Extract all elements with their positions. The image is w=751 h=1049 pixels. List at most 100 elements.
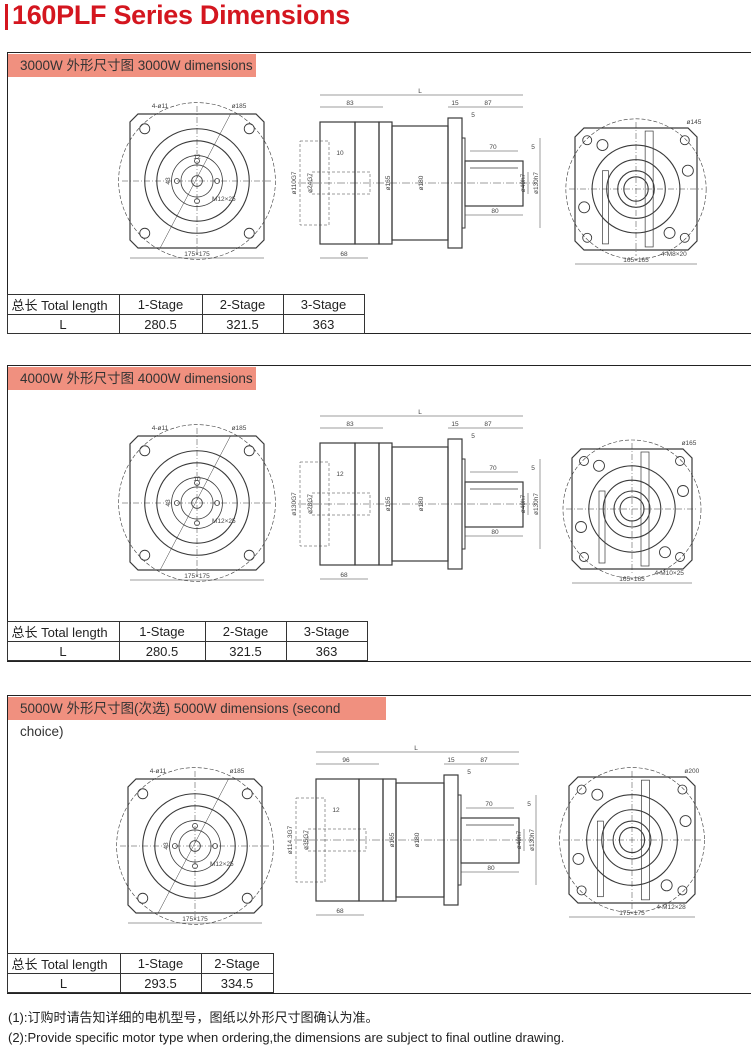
flange-outline — [127, 778, 263, 914]
section-tab-label: 3000W 外形尺寸图 3000W dimensions — [8, 54, 256, 77]
dimension-label: 68 — [340, 251, 348, 258]
dimension-label: 12 — [332, 807, 340, 814]
drawing-rect — [295, 797, 326, 883]
page-title: 160PLF Series Dimensions — [12, 0, 350, 30]
table-row: L 280.5 321.5 363 — [6, 641, 368, 661]
drawing-circle — [243, 227, 255, 239]
drawing-circle — [663, 226, 676, 239]
flange-outline — [568, 776, 696, 904]
dimension-label: 175×175 — [182, 916, 208, 923]
dimension-label: ø114.3G7 — [287, 825, 294, 854]
dimension-label: 68 — [340, 572, 348, 579]
dimension-label: 5 — [527, 801, 531, 808]
dimension-label: L — [418, 409, 422, 416]
dimension-label: 4-M12×28 — [656, 904, 686, 911]
dimension-label: 175×175 — [619, 910, 645, 917]
drawing-circle — [591, 788, 604, 801]
dimension-label: 5 — [531, 144, 535, 151]
dimension-label: 4-ø11 — [152, 425, 169, 432]
dimension-label: 5 — [467, 769, 471, 776]
dimension-label: ø185 — [232, 425, 247, 432]
drawing-circle — [576, 784, 587, 795]
drawing-circle — [596, 139, 609, 152]
flange-outline — [129, 435, 265, 571]
drawing-rect — [644, 130, 654, 248]
drawing-circle — [243, 123, 255, 135]
drawing-circle — [579, 552, 589, 562]
drawing-circle — [579, 456, 589, 466]
drawing-circle — [139, 445, 151, 457]
dimension-label: ø180 — [414, 832, 421, 847]
table-cell: 363 — [285, 641, 368, 661]
table-header-row: 总长 Total length 1-Stage 2-Stage 3-Stage — [6, 621, 368, 642]
dimension-label: L — [418, 88, 422, 95]
dimension-label: 12 — [193, 154, 201, 161]
dimension-label: 43 — [163, 842, 170, 850]
dimension-label: ø130G7 — [291, 492, 298, 516]
dimension-label: 80 — [491, 208, 499, 215]
drawing-circle — [137, 788, 149, 800]
dimension-label: ø40h7 — [516, 830, 523, 849]
note-chinese: (1):订购时请告知详细的电机型号，图纸以外形尺寸图确认为准。 — [8, 1010, 379, 1025]
drawing-circle — [659, 546, 671, 559]
dimension-label: ø35G7 — [303, 830, 310, 850]
dimension-label: 165×165 — [623, 257, 649, 264]
drawing-rect — [299, 140, 330, 226]
dimension-label: 4-ø11 — [150, 768, 167, 775]
dimension-label: 165×165 — [619, 576, 645, 583]
drawing-circle — [139, 227, 151, 239]
drawing-rect — [299, 461, 330, 547]
table-header-cell: 3-Stage — [285, 621, 368, 642]
dimension-label: ø130h7 — [533, 172, 540, 194]
drawing-circle — [572, 852, 585, 865]
table-cell: 334.5 — [200, 973, 274, 993]
drawing-circle — [677, 485, 689, 497]
drawing-line — [157, 778, 229, 914]
dimension-label: 83 — [346, 421, 354, 428]
dimension-label: 175×175 — [184, 573, 210, 580]
drawing-line — [159, 435, 231, 571]
dimension-label: 70 — [489, 465, 497, 472]
dimension-label: 5 — [471, 433, 475, 440]
drawing-circle — [137, 892, 149, 904]
note-english: (2):Provide specific motor type when ord… — [8, 1030, 565, 1045]
drawing-circle — [118, 102, 276, 260]
dimension-label: M12×25 — [212, 196, 236, 203]
dimension-label: 43 — [165, 177, 172, 185]
dimension-label: 80 — [487, 865, 495, 872]
dimension-label: ø28G7 — [307, 494, 314, 514]
drawing-rect — [598, 490, 606, 564]
drawing-rect — [596, 820, 604, 898]
table-cell: 321.5 — [201, 314, 284, 334]
dimension-label: 15 — [447, 757, 455, 764]
dimension-label: ø40h7 — [520, 173, 527, 192]
table-row: L 293.5 334.5 — [6, 973, 274, 993]
flange-outline — [129, 113, 265, 249]
dimension-label: 87 — [480, 757, 488, 764]
dimension-label: L — [414, 745, 418, 752]
table-header-cell: 总长 Total length — [6, 621, 120, 642]
dimension-label: ø180 — [418, 496, 425, 511]
section-4000w: 4000W 外形尺寸图 4000W dimensions 总长 Total le… — [6, 365, 751, 662]
dimension-label: M12×25 — [212, 518, 236, 525]
drawing-circle — [679, 232, 690, 243]
dimension-label: 87 — [484, 100, 492, 107]
dimension-label: 5 — [471, 112, 475, 119]
total-length-table: 总长 Total length 1-Stage 2-Stage 3-Stage … — [6, 621, 368, 661]
dimension-label: ø130h7 — [533, 493, 540, 515]
table-cell: 280.5 — [118, 641, 206, 661]
drawing-line — [159, 113, 231, 249]
dimension-label: 68 — [336, 908, 344, 915]
dimension-label: ø200 — [684, 768, 699, 775]
table-cell: 363 — [282, 314, 365, 334]
dimension-label: ø130h7 — [529, 829, 536, 851]
dimension-label: ø24G7 — [307, 173, 314, 193]
drawing-circle — [559, 767, 705, 913]
dimension-label: 4-ø11 — [152, 103, 169, 110]
drawing-circle — [575, 521, 587, 533]
dimension-label: 4-M8×20 — [661, 251, 687, 258]
dimension-label: ø185 — [232, 103, 247, 110]
section-3000w: 3000W 外形尺寸图 3000W dimensions 总长 Total le… — [6, 52, 751, 334]
dimension-label: 10 — [193, 476, 201, 483]
